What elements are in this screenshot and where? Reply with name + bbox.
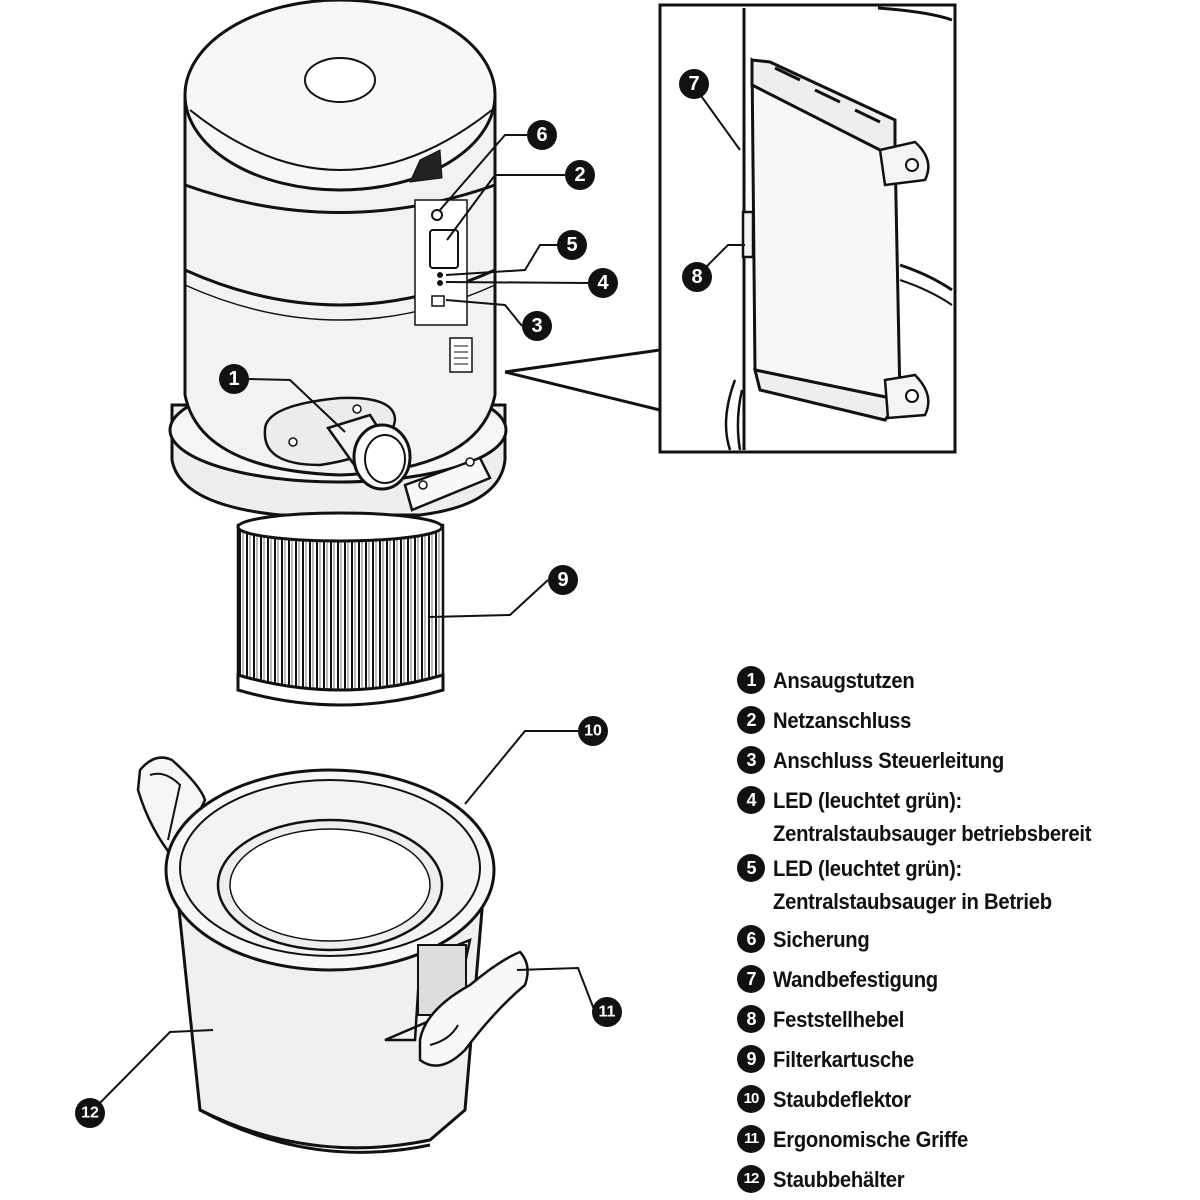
- left-handle: [136, 756, 207, 863]
- legend-badge: 9: [737, 1045, 765, 1073]
- legend-badge: 11: [737, 1125, 765, 1153]
- bracket-bottom-rail: [752, 368, 903, 422]
- legend-item-4: 4 LED (leuchtet grün): Zentralstaubsauge…: [737, 784, 1197, 850]
- legend-label: Feststellhebel: [773, 1007, 905, 1032]
- legend-item-6: 6 Sicherung: [737, 923, 1197, 956]
- legend-label: Staubdeflektor: [773, 1087, 911, 1112]
- legend-badge: 2: [737, 706, 765, 734]
- legend-badge: 3: [737, 746, 765, 774]
- legend-label: Ansaugstutzen: [773, 668, 915, 693]
- svg-text:1: 1: [228, 368, 239, 390]
- callout-2: 2: [565, 160, 595, 190]
- legend-item-12: 12 Staubbehälter: [737, 1163, 1197, 1196]
- legend-item-10: 10 Staubdeflektor: [737, 1083, 1197, 1116]
- legend-badge: 6: [737, 925, 765, 953]
- fuse-holder: [431, 209, 443, 221]
- rating-label: [449, 337, 473, 373]
- legend-label: Netzanschluss: [773, 708, 912, 733]
- legend-item-7: 7 Wandbefestigung: [737, 963, 1197, 996]
- callout-1: 1: [219, 364, 249, 394]
- svg-text:6: 6: [536, 124, 547, 146]
- power-socket: [429, 229, 459, 269]
- control-port: [431, 295, 445, 307]
- legend-badge: 10: [737, 1085, 765, 1113]
- legend-label: Filterkartusche: [773, 1047, 914, 1072]
- svg-text:10: 10: [584, 723, 602, 740]
- svg-text:5: 5: [566, 234, 577, 256]
- legend-item-9: 9 Filterkartusche: [737, 1043, 1197, 1076]
- bracket-ear-top: [878, 140, 930, 187]
- legend-item-2: 2 Netzanschluss: [737, 704, 1197, 737]
- callout-9: 9: [548, 565, 578, 595]
- legend-label: Ergonomische Griffe: [773, 1127, 968, 1152]
- warning-sticker: [409, 149, 443, 183]
- svg-text:12: 12: [81, 1105, 99, 1122]
- callout-5: 5: [557, 230, 587, 260]
- legend-item-1: 1 Ansaugstutzen: [737, 664, 1197, 697]
- legend-label-line2: Zentralstaubsauger betriebsbereit: [773, 821, 1092, 846]
- legend-badge: 1: [737, 666, 765, 694]
- legend-badge: 8: [737, 1005, 765, 1033]
- callout-3: 3: [522, 311, 552, 341]
- legend-label: Sicherung: [773, 927, 870, 952]
- led-ready: [437, 280, 443, 286]
- svg-text:11: 11: [599, 1004, 616, 1021]
- legend-item-8: 8 Feststellhebel: [737, 1003, 1197, 1036]
- legend-badge: 4: [737, 786, 765, 814]
- legend-item-11: 11 Ergonomische Griffe: [737, 1123, 1197, 1156]
- legend-label: Staubbehälter: [773, 1167, 905, 1192]
- front-latch: [403, 456, 492, 512]
- detail-inset: [504, 3, 957, 454]
- legend-label: LED (leuchtet grün):: [773, 788, 963, 813]
- svg-text:3: 3: [531, 315, 542, 337]
- callout-10: 10: [578, 716, 608, 746]
- callout-12: 12: [75, 1098, 105, 1128]
- callout-11: 11: [592, 997, 622, 1027]
- legend-badge: 12: [737, 1165, 765, 1193]
- svg-text:4: 4: [597, 272, 609, 294]
- legend-label: Wandbefestigung: [773, 967, 938, 992]
- legend-label-line2: Zentralstaubsauger in Betrieb: [773, 889, 1052, 914]
- legend-label: LED (leuchtet grün):: [773, 856, 963, 881]
- callout-7: 7: [679, 69, 709, 99]
- svg-text:7: 7: [688, 73, 699, 95]
- locking-lever: [741, 210, 755, 259]
- svg-text:9: 9: [557, 569, 568, 591]
- legend-item-5: 5 LED (leuchtet grün): Zentralstaubsauge…: [737, 852, 1197, 918]
- lid-center-cap: [304, 57, 376, 103]
- filter-cartridge: [236, 511, 445, 707]
- legend-item-3: 3 Anschluss Steuerleitung: [737, 744, 1197, 777]
- legend-badge: 5: [737, 854, 765, 882]
- motor-unit: [168, 0, 508, 517]
- led-running: [437, 272, 443, 278]
- legend-label: Anschluss Steuerleitung: [773, 748, 1004, 773]
- legend: 1 Ansaugstutzen 2 Netzanschluss 3 Anschl…: [737, 664, 1197, 1196]
- callout-8: 8: [682, 262, 712, 292]
- svg-text:2: 2: [574, 164, 585, 186]
- svg-text:8: 8: [691, 266, 702, 288]
- callout-6: 6: [527, 120, 557, 150]
- legend-badge: 7: [737, 965, 765, 993]
- dust-bin: [136, 756, 529, 1154]
- callout-4: 4: [588, 268, 618, 298]
